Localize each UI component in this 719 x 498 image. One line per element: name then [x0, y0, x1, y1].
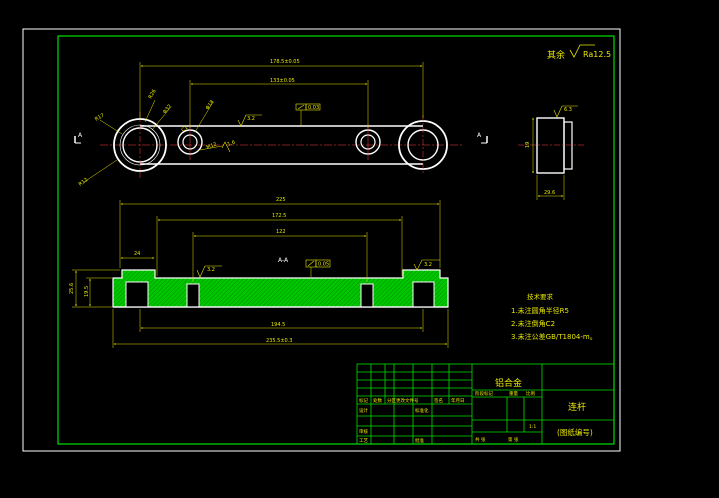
dim-d18: Φ18 — [205, 99, 216, 111]
roughness-top-value: 3.2 — [247, 116, 255, 122]
tech-note-3: 3.未注公差GB/T1804-m。 — [511, 332, 597, 341]
roughness-section-left: 3.2 — [196, 265, 222, 278]
flatness-tolerance-frame: 0.05 — [305, 259, 331, 277]
connecting-rod-outline — [140, 125, 423, 165]
dim-h19-5: 19.5 — [84, 286, 90, 297]
section-cut-right: A — [477, 132, 488, 144]
tb-role-std: 标准化 — [415, 407, 429, 414]
tb-material: 铝合金 — [495, 377, 522, 389]
tb-role-design: 设计 — [359, 407, 368, 414]
tech-note-1: 1.未注圆角半径R5 — [511, 306, 569, 315]
tb-part-name: 连杆 — [568, 401, 586, 413]
dim-overall-length: 178.5±0.05 — [270, 59, 300, 65]
tb-header-mark: 标记 — [359, 397, 368, 404]
top-view: 178.5±0.05 133±0.05 R26 Φ32 R17 R12 Φ18 … — [74, 59, 488, 188]
roughness-symbol-hole: 1.6 — [221, 140, 237, 153]
roughness-note-value: Ra12.5 — [583, 50, 611, 59]
title-block — [356, 363, 615, 445]
tb-role-approve: 批准 — [415, 437, 424, 444]
dim-r12: R12 — [78, 177, 90, 188]
tb-scale: 比例 — [526, 390, 535, 397]
roughness-note-label: 其余 — [547, 49, 565, 61]
roughness-side-value: 6.3 — [564, 107, 572, 113]
parallel-tol-value: 0.03 — [308, 105, 319, 111]
cut-mark-right: A — [477, 132, 482, 139]
tb-stage-mark: 阶段标记 — [475, 390, 493, 397]
roughness-symbol-top: 3.2 — [237, 114, 262, 127]
cut-mark-left: A — [78, 132, 83, 139]
tech-note-2: 2.未注倒角C2 — [511, 319, 555, 328]
tech-notes-title: 技术要求 — [527, 292, 554, 301]
dim-172-5: 172.5 — [272, 213, 286, 219]
roughness-section-left-value: 3.2 — [207, 267, 215, 273]
tb-header-count: 处数 — [373, 397, 382, 404]
section-view: A-A 225 172.5 122 24 194.5 235.5±0.3 — [69, 197, 449, 348]
general-roughness-note: 其余 Ra12.5 — [547, 44, 611, 61]
tb-role-check: 审核 — [359, 428, 368, 435]
parallel-tolerance-frame: 0.03 — [295, 103, 321, 126]
dim-m12: M12 — [206, 142, 218, 151]
dim-h25-6: 25.6 — [69, 283, 75, 294]
tb-header-sign: 签名 — [434, 397, 443, 404]
tb-weight: 重量 — [509, 390, 518, 397]
tb-role-process: 工艺 — [359, 438, 368, 444]
roughness-hole-value: 1.6 — [227, 140, 237, 148]
dim-235-5: 235.5±0.3 — [266, 338, 292, 344]
tb-header-date: 年月日 — [451, 397, 465, 404]
roughness-section-right-value: 3.2 — [424, 262, 432, 268]
dim-194-5: 194.5 — [271, 322, 285, 328]
section-label: A-A — [278, 257, 289, 264]
outer-sheet-border — [22, 28, 621, 452]
tb-header-change-doc: 更改文件号 — [396, 397, 419, 404]
dim-r17: R17 — [94, 113, 106, 123]
section-hatched-profile — [112, 269, 449, 308]
dim-225: 225 — [276, 197, 286, 203]
tb-scale-value: 1:1 — [529, 424, 536, 430]
dim-122: 122 — [276, 229, 286, 235]
dim-side-width: 29.6 — [544, 190, 555, 196]
dim-d32: Φ32 — [162, 104, 173, 116]
tb-header-zone: 分区 — [387, 397, 396, 404]
dim-chamfer: C1 — [180, 125, 189, 134]
section-cut-left: A — [74, 132, 83, 144]
dim-center-distance: 133±0.05 — [270, 78, 295, 84]
technical-requirements: 技术要求 1.未注圆角半径R5 2.未注倒角C2 3.未注公差GB/T1804-… — [511, 292, 597, 341]
flatness-tol-value: 0.05 — [318, 262, 329, 268]
tb-sheet-no: 第 张 — [508, 436, 519, 443]
tb-sheets-total: 共 张 — [475, 436, 486, 443]
title-block-text: 标记 处数 分区 更改文件号 签名 年月日 设计 标准化 审核 工艺 批准 阶段… — [359, 377, 593, 444]
side-view: 19 29.6 6.3 — [518, 105, 585, 200]
inner-drawing-frame — [57, 35, 615, 445]
roughness-section-right: 3.2 — [413, 259, 440, 271]
dim-24: 24 — [134, 251, 140, 257]
dim-side-thickness: 19 — [525, 142, 531, 148]
tb-drawing-no: (图纸编号) — [557, 427, 593, 437]
dim-r26: R26 — [148, 88, 158, 100]
